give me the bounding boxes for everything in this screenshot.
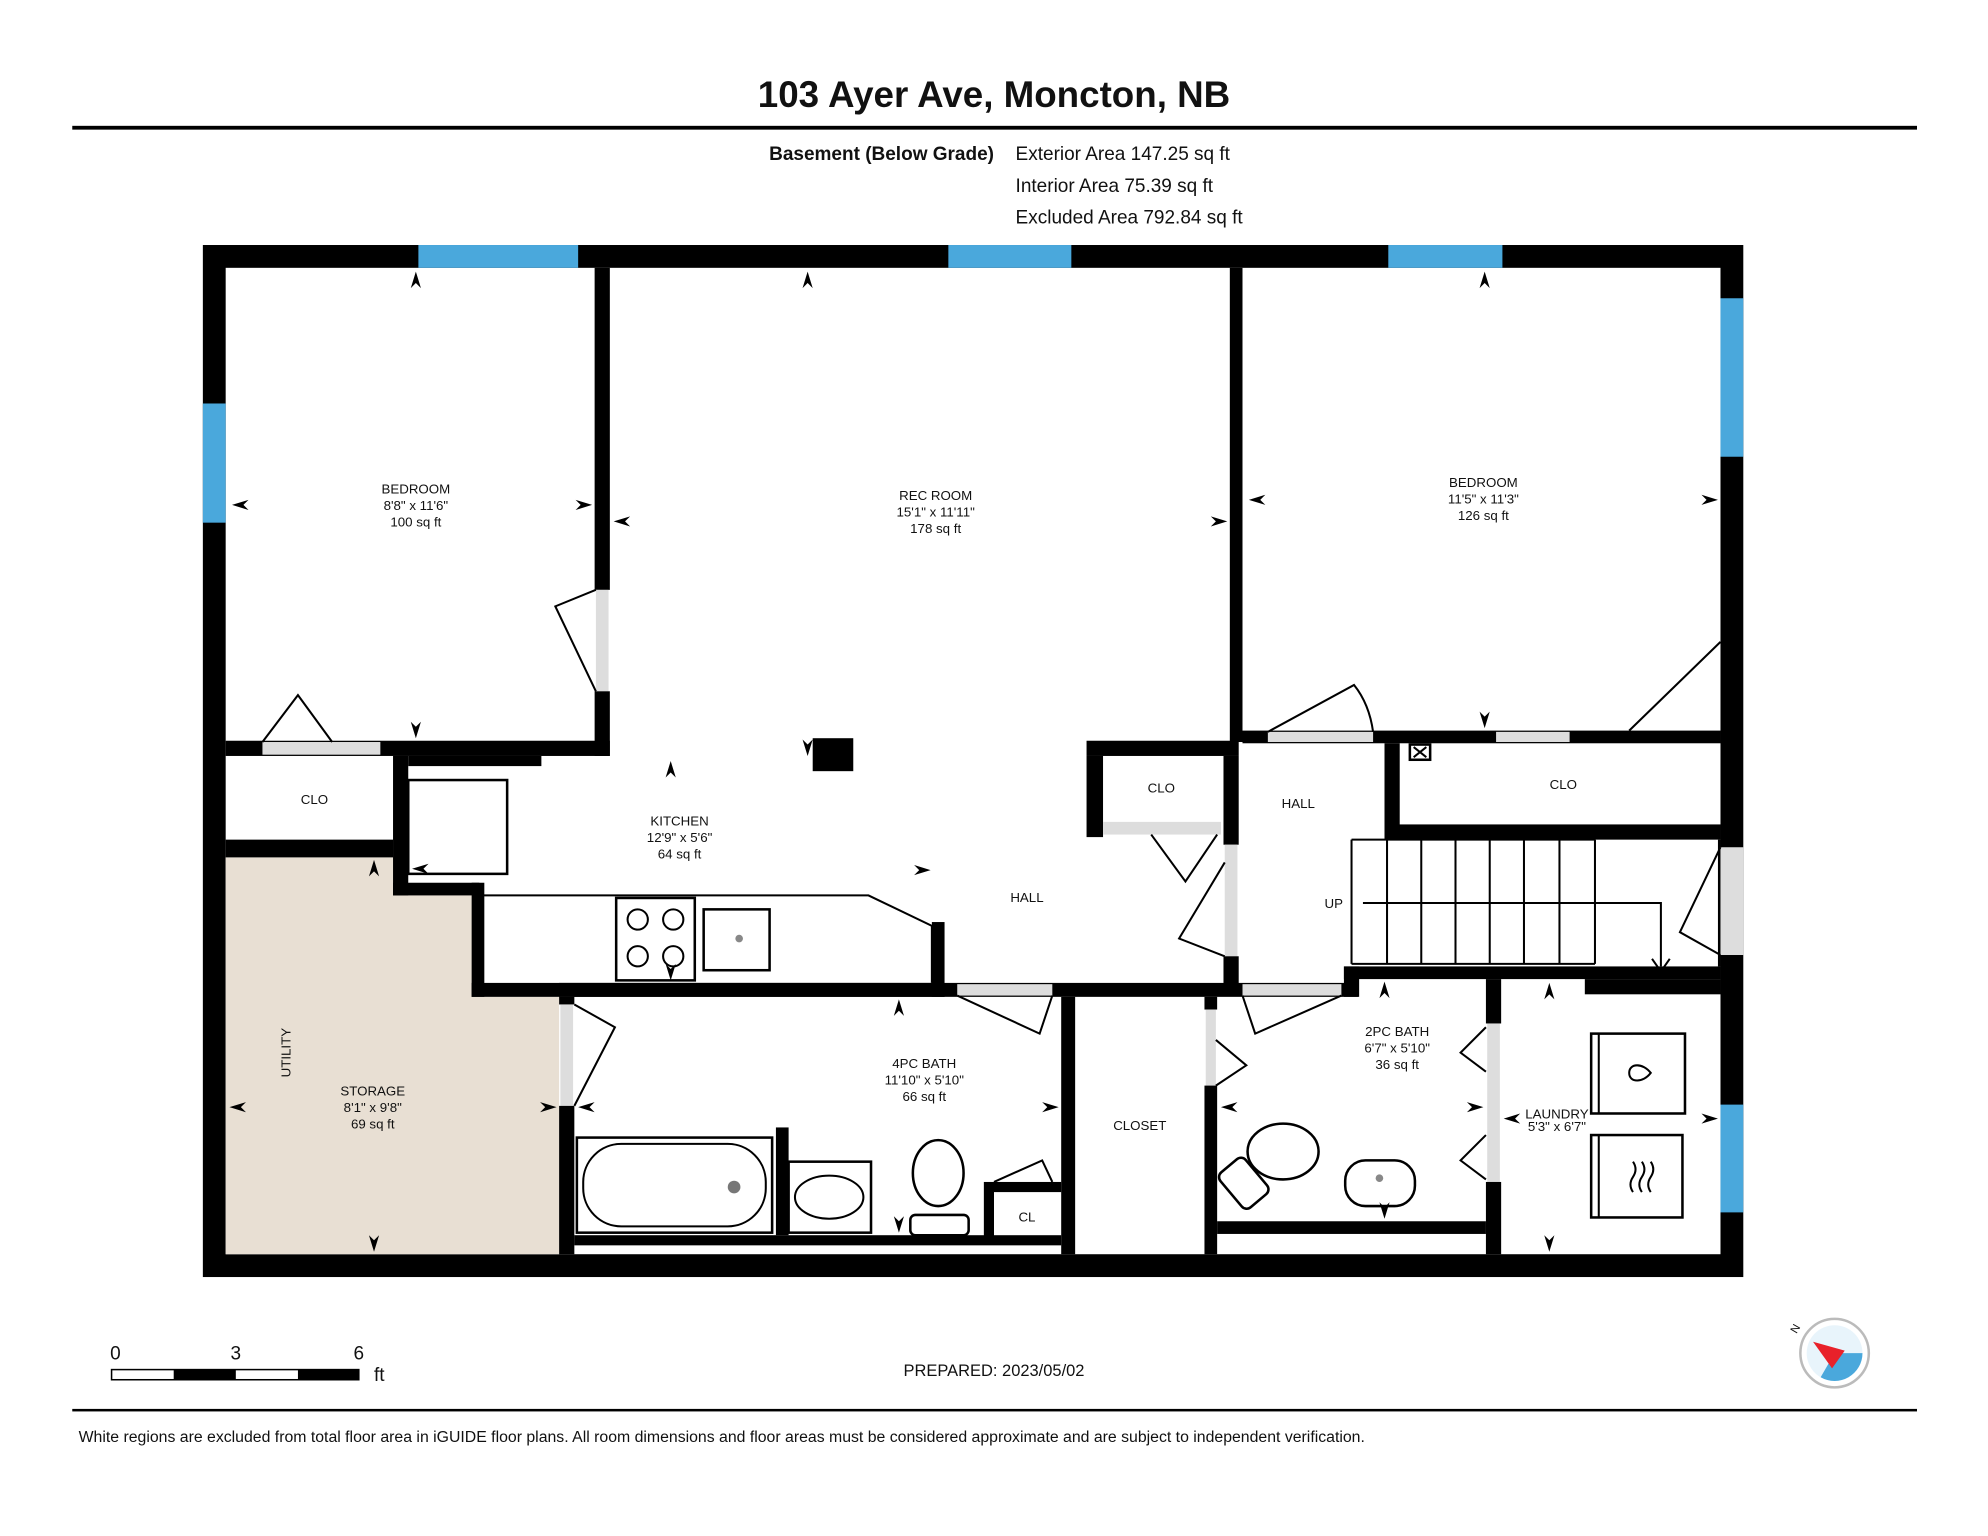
svg-text:2PC BATH: 2PC BATH [1365, 1024, 1429, 1039]
staircase [1350, 838, 1671, 974]
svg-text:11'10" x 5'10": 11'10" x 5'10" [885, 1072, 965, 1087]
x-marker [1408, 743, 1432, 762]
svg-text:8'8" x 11'6": 8'8" x 11'6" [384, 498, 449, 513]
disclaimer: White regions are excluded from total fl… [79, 1429, 1365, 1446]
svg-text:5'3" x 6'7": 5'3" x 6'7" [1528, 1119, 1586, 1134]
dimension-arrows [229, 271, 1718, 1252]
window [948, 245, 1072, 268]
room-clo-right[interactable]: CLO [1550, 777, 1577, 792]
washer [1589, 1032, 1687, 1115]
stairs-up-label: UP [1325, 896, 1344, 911]
fridge [406, 778, 509, 876]
exterior-area: Exterior Area 147.25 sq ft [1016, 144, 1231, 165]
svg-text:ft: ft [374, 1365, 385, 1386]
room-clo-left[interactable]: CLO [301, 792, 328, 807]
room-2pc-bath[interactable]: 2PC BATH 6'7" x 5'10"36 sq ft [1364, 1024, 1430, 1072]
svg-text:KITCHEN: KITCHEN [650, 814, 708, 829]
svg-text:BEDROOM: BEDROOM [381, 482, 450, 497]
svg-text:36 sq ft: 36 sq ft [1375, 1057, 1419, 1072]
room-closet[interactable]: CLOSET [1113, 1118, 1166, 1133]
svg-text:66 sq ft: 66 sq ft [902, 1089, 946, 1104]
bath-sink [1343, 1159, 1417, 1208]
svg-text:REC ROOM: REC ROOM [899, 488, 972, 503]
svg-text:8'1" x 9'8": 8'1" x 9'8" [344, 1100, 402, 1115]
window [202, 403, 226, 523]
room-hall-center[interactable]: HALL [1010, 890, 1043, 905]
room-hall-right[interactable]: HALL [1282, 796, 1315, 811]
svg-text:N: N [1789, 1322, 1804, 1335]
header-divider [72, 125, 1918, 130]
burner [626, 908, 649, 931]
room-cl[interactable]: CL [1018, 1209, 1035, 1224]
window [1720, 298, 1744, 457]
room-bedroom-right[interactable]: BEDROOM 11'5" x 11'3"126 sq ft [1448, 475, 1519, 523]
svg-text:15'1" x 11'11": 15'1" x 11'11" [896, 504, 975, 519]
utility-label: UTILITY [278, 1028, 293, 1078]
svg-text:64 sq ft: 64 sq ft [658, 847, 702, 862]
level-label: Basement (Below Grade) [769, 144, 994, 165]
svg-text:69 sq ft: 69 sq ft [351, 1117, 395, 1132]
svg-text:126 sq ft: 126 sq ft [1458, 508, 1509, 523]
window [1720, 1104, 1744, 1213]
room-clo-mid[interactable]: CLO [1148, 781, 1175, 796]
stove [614, 896, 697, 982]
svg-text:BEDROOM: BEDROOM [1449, 475, 1518, 490]
bath-sink [787, 1160, 873, 1234]
svg-text:6'7" x 5'10": 6'7" x 5'10" [1364, 1041, 1430, 1056]
svg-text:178 sq ft: 178 sq ft [910, 521, 961, 536]
toilet [1217, 1122, 1320, 1210]
window [418, 245, 579, 268]
storage-area-fill [225, 857, 560, 1255]
scale-bar: 0 3 6 ft [110, 1343, 385, 1386]
svg-text:12'9" x 5'6": 12'9" x 5'6" [647, 830, 713, 845]
prepared-date: PREPARED: 2023/05/02 [904, 1362, 1085, 1380]
compass-icon: N [1789, 1317, 1871, 1389]
svg-text:11'5" x 11'3": 11'5" x 11'3" [1448, 492, 1519, 507]
toilet [909, 1138, 970, 1237]
dryer [1589, 1133, 1684, 1219]
interior-area: Interior Area 75.39 sq ft [1016, 176, 1214, 197]
excluded-area: Excluded Area 792.84 sq ft [1016, 207, 1244, 228]
svg-text:4PC BATH: 4PC BATH [892, 1056, 956, 1071]
svg-text:100 sq ft: 100 sq ft [390, 514, 441, 529]
svg-text:LAUNDRY: LAUNDRY [1525, 1107, 1588, 1122]
svg-text:3: 3 [231, 1343, 242, 1364]
svg-text:STORAGE: STORAGE [340, 1084, 405, 1099]
bathtub [575, 1136, 774, 1234]
window [1388, 245, 1503, 268]
page-title: 103 Ayer Ave, Moncton, NB [758, 74, 1230, 115]
svg-text:6: 6 [354, 1343, 365, 1364]
footer-divider [72, 1408, 1918, 1412]
svg-text:0: 0 [110, 1343, 121, 1364]
